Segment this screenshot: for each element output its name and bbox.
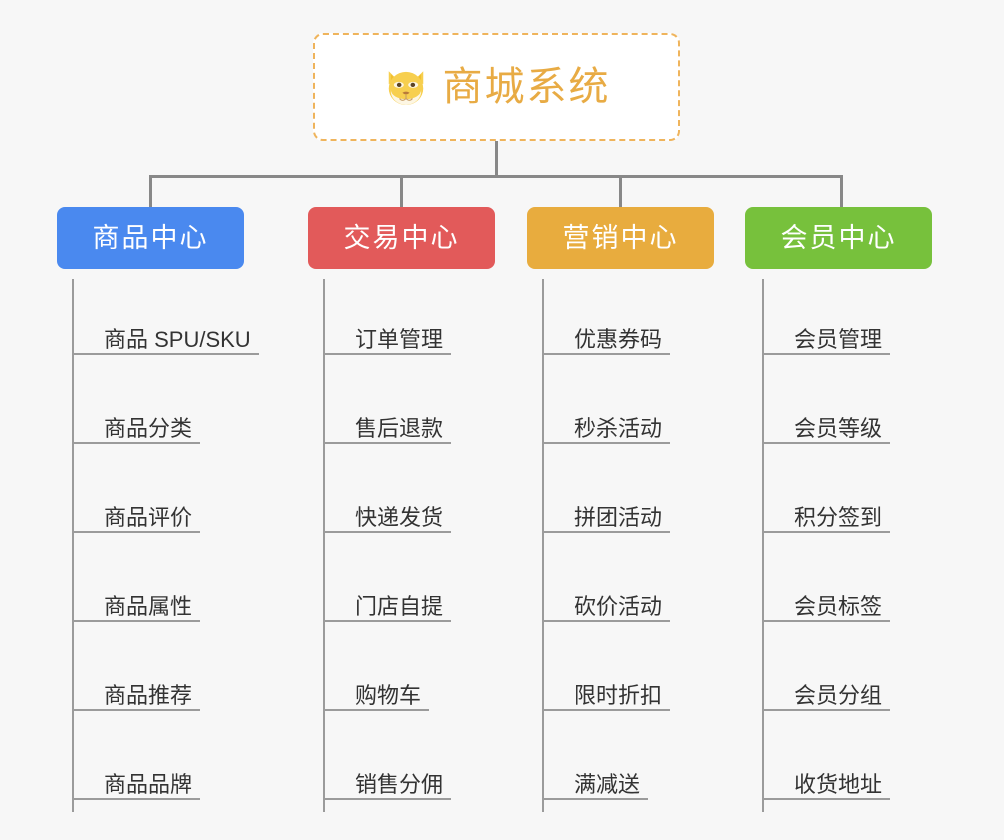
list-item[interactable]: 商品推荐 xyxy=(72,683,201,711)
list-item-label: 购物车 xyxy=(355,683,422,708)
connector-drop-4 xyxy=(840,175,843,209)
shiba-dog-face-icon xyxy=(388,71,423,105)
connector-horizontal-bus xyxy=(149,175,843,178)
list-item[interactable]: 售后退款 xyxy=(323,416,452,444)
list-item[interactable]: 商品评价 xyxy=(72,505,201,533)
list-item-label: 拼团活动 xyxy=(574,505,663,530)
list-item-label: 秒杀活动 xyxy=(574,416,663,441)
list-item[interactable]: 拼团活动 xyxy=(542,505,671,533)
category-label: 交易中心 xyxy=(343,222,460,253)
list-item[interactable]: 商品 SPU/SKU xyxy=(72,327,259,355)
category-label: 营销中心 xyxy=(562,222,679,253)
category-box-member-center[interactable]: 会员中心 xyxy=(745,207,932,269)
list-item[interactable]: 会员等级 xyxy=(762,416,891,444)
list-item-label: 收货地址 xyxy=(794,772,883,797)
list-item-label: 商品分类 xyxy=(104,416,193,441)
category-box-transaction-center[interactable]: 交易中心 xyxy=(308,207,495,269)
list-item-label: 销售分佣 xyxy=(355,772,444,797)
list-item-label: 会员分组 xyxy=(794,683,883,708)
category-label: 会员中心 xyxy=(780,222,897,253)
list-item-label: 商品 SPU/SKU xyxy=(104,327,251,352)
connector-drop-1 xyxy=(149,175,152,209)
list-item[interactable]: 订单管理 xyxy=(323,327,452,355)
category-box-product-center[interactable]: 商品中心 xyxy=(57,207,244,269)
column-spine xyxy=(542,279,544,812)
list-item-label: 会员管理 xyxy=(794,327,883,352)
list-item-label: 商品品牌 xyxy=(104,772,193,797)
root-node-shopping-mall-system[interactable]: 商城系统 xyxy=(313,33,680,141)
connector-root-stem xyxy=(495,141,498,177)
list-item[interactable]: 销售分佣 xyxy=(323,772,452,800)
connector-drop-2 xyxy=(400,175,403,209)
list-item[interactable]: 门店自提 xyxy=(323,594,452,622)
list-item[interactable]: 会员分组 xyxy=(762,683,891,711)
list-item-label: 商品评价 xyxy=(104,505,193,530)
list-item[interactable]: 会员标签 xyxy=(762,594,891,622)
category-label: 商品中心 xyxy=(92,222,209,253)
column-spine xyxy=(762,279,764,812)
list-item-label: 门店自提 xyxy=(355,594,444,619)
root-title: 商城系统 xyxy=(442,65,611,109)
list-item-label: 会员标签 xyxy=(794,594,883,619)
list-item[interactable]: 满减送 xyxy=(542,772,649,800)
list-item-label: 商品推荐 xyxy=(104,683,193,708)
list-item[interactable]: 限时折扣 xyxy=(542,683,671,711)
list-item[interactable]: 会员管理 xyxy=(762,327,891,355)
list-item[interactable]: 快递发货 xyxy=(323,505,452,533)
list-item[interactable]: 优惠券码 xyxy=(542,327,671,355)
column-spine xyxy=(72,279,74,812)
list-item[interactable]: 秒杀活动 xyxy=(542,416,671,444)
list-item-label: 商品属性 xyxy=(104,594,193,619)
list-item-label: 优惠券码 xyxy=(574,327,663,352)
list-item-label: 限时折扣 xyxy=(574,683,663,708)
list-item-label: 会员等级 xyxy=(794,416,883,441)
list-item-label: 砍价活动 xyxy=(574,594,663,619)
column-spine xyxy=(323,279,325,812)
list-item[interactable]: 购物车 xyxy=(323,683,430,711)
list-item[interactable]: 砍价活动 xyxy=(542,594,671,622)
list-item[interactable]: 收货地址 xyxy=(762,772,891,800)
list-item[interactable]: 商品分类 xyxy=(72,416,201,444)
list-item[interactable]: 商品品牌 xyxy=(72,772,201,800)
list-item[interactable]: 商品属性 xyxy=(72,594,201,622)
category-box-marketing-center[interactable]: 营销中心 xyxy=(527,207,714,269)
list-item-label: 积分签到 xyxy=(794,505,883,530)
list-item-label: 满减送 xyxy=(574,772,641,797)
list-item-label: 订单管理 xyxy=(355,327,444,352)
list-item-label: 快递发货 xyxy=(355,505,444,530)
list-item[interactable]: 积分签到 xyxy=(762,505,891,533)
list-item-label: 售后退款 xyxy=(355,416,444,441)
connector-drop-3 xyxy=(619,175,622,209)
